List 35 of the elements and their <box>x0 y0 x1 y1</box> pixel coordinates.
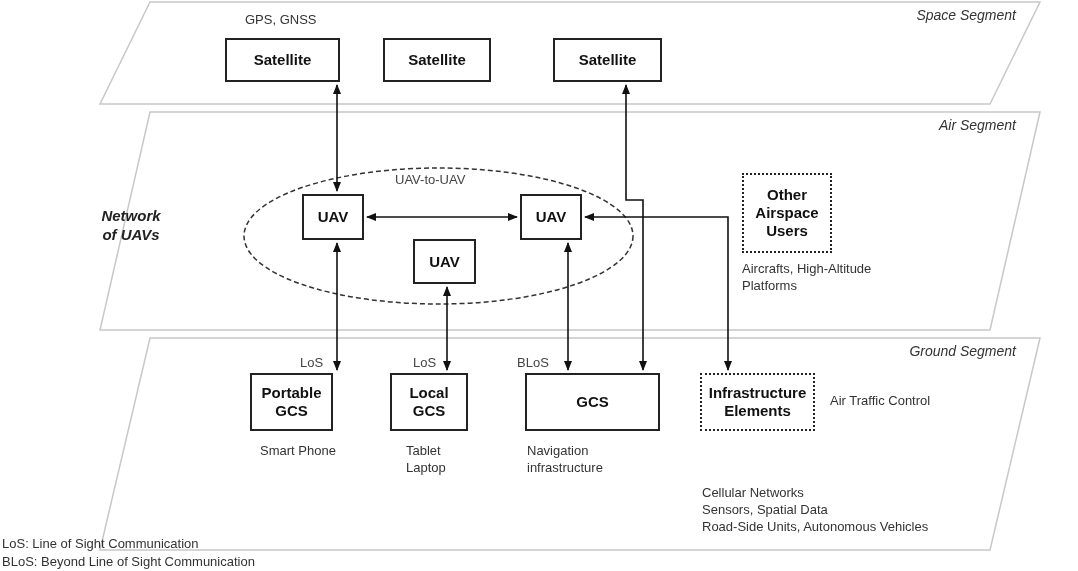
component-box: UAV <box>413 239 476 284</box>
connector-arrow <box>333 242 341 371</box>
connector-arrow <box>564 242 572 371</box>
component-box: UAV <box>302 194 364 240</box>
component-box: Portable GCS <box>250 373 333 431</box>
note-text: BLoS: Beyond Line of Sight Communication <box>2 554 255 569</box>
segment-title: Space Segment <box>916 7 1016 23</box>
connector-arrow <box>333 84 341 192</box>
note-text: GPS, GNSS <box>245 12 317 27</box>
note-text: LoS: Line of Sight Communication <box>2 536 199 551</box>
connector-arrow <box>622 84 647 371</box>
edge-label: BLoS <box>517 355 549 370</box>
connector-arrow <box>366 213 518 221</box>
component-box: GCS <box>525 373 660 431</box>
component-box: UAV <box>520 194 582 240</box>
connector-arrow <box>584 213 732 371</box>
side-note: Aircrafts, High-Altitude Platforms <box>742 261 872 295</box>
component-box: Satellite <box>383 38 491 82</box>
segment-title: Air Segment <box>938 117 1016 133</box>
connector-arrow <box>443 286 451 371</box>
component-box: Satellite <box>225 38 340 82</box>
edge-label: UAV-to-UAV <box>395 172 466 187</box>
side-note: Tablet Laptop <box>406 443 447 477</box>
side-note: Air Traffic Control <box>830 393 931 410</box>
component-box: Infrastructure Elements <box>700 373 815 431</box>
side-note: Smart Phone <box>260 443 337 460</box>
side-note: Navigation infrastructure <box>527 443 604 477</box>
edge-label: LoS <box>413 355 437 370</box>
component-box: Other Airspace Users <box>742 173 832 253</box>
edge-label: LoS <box>300 355 324 370</box>
side-note: Cellular Networks Sensors, Spatial Data Road-Side Units, Autonomous Vehicles <box>702 485 930 536</box>
group-title: Network of UAVs <box>100 207 162 245</box>
component-box: Local GCS <box>390 373 468 431</box>
segment-title: Ground Segment <box>909 343 1016 359</box>
component-box: Satellite <box>553 38 662 82</box>
